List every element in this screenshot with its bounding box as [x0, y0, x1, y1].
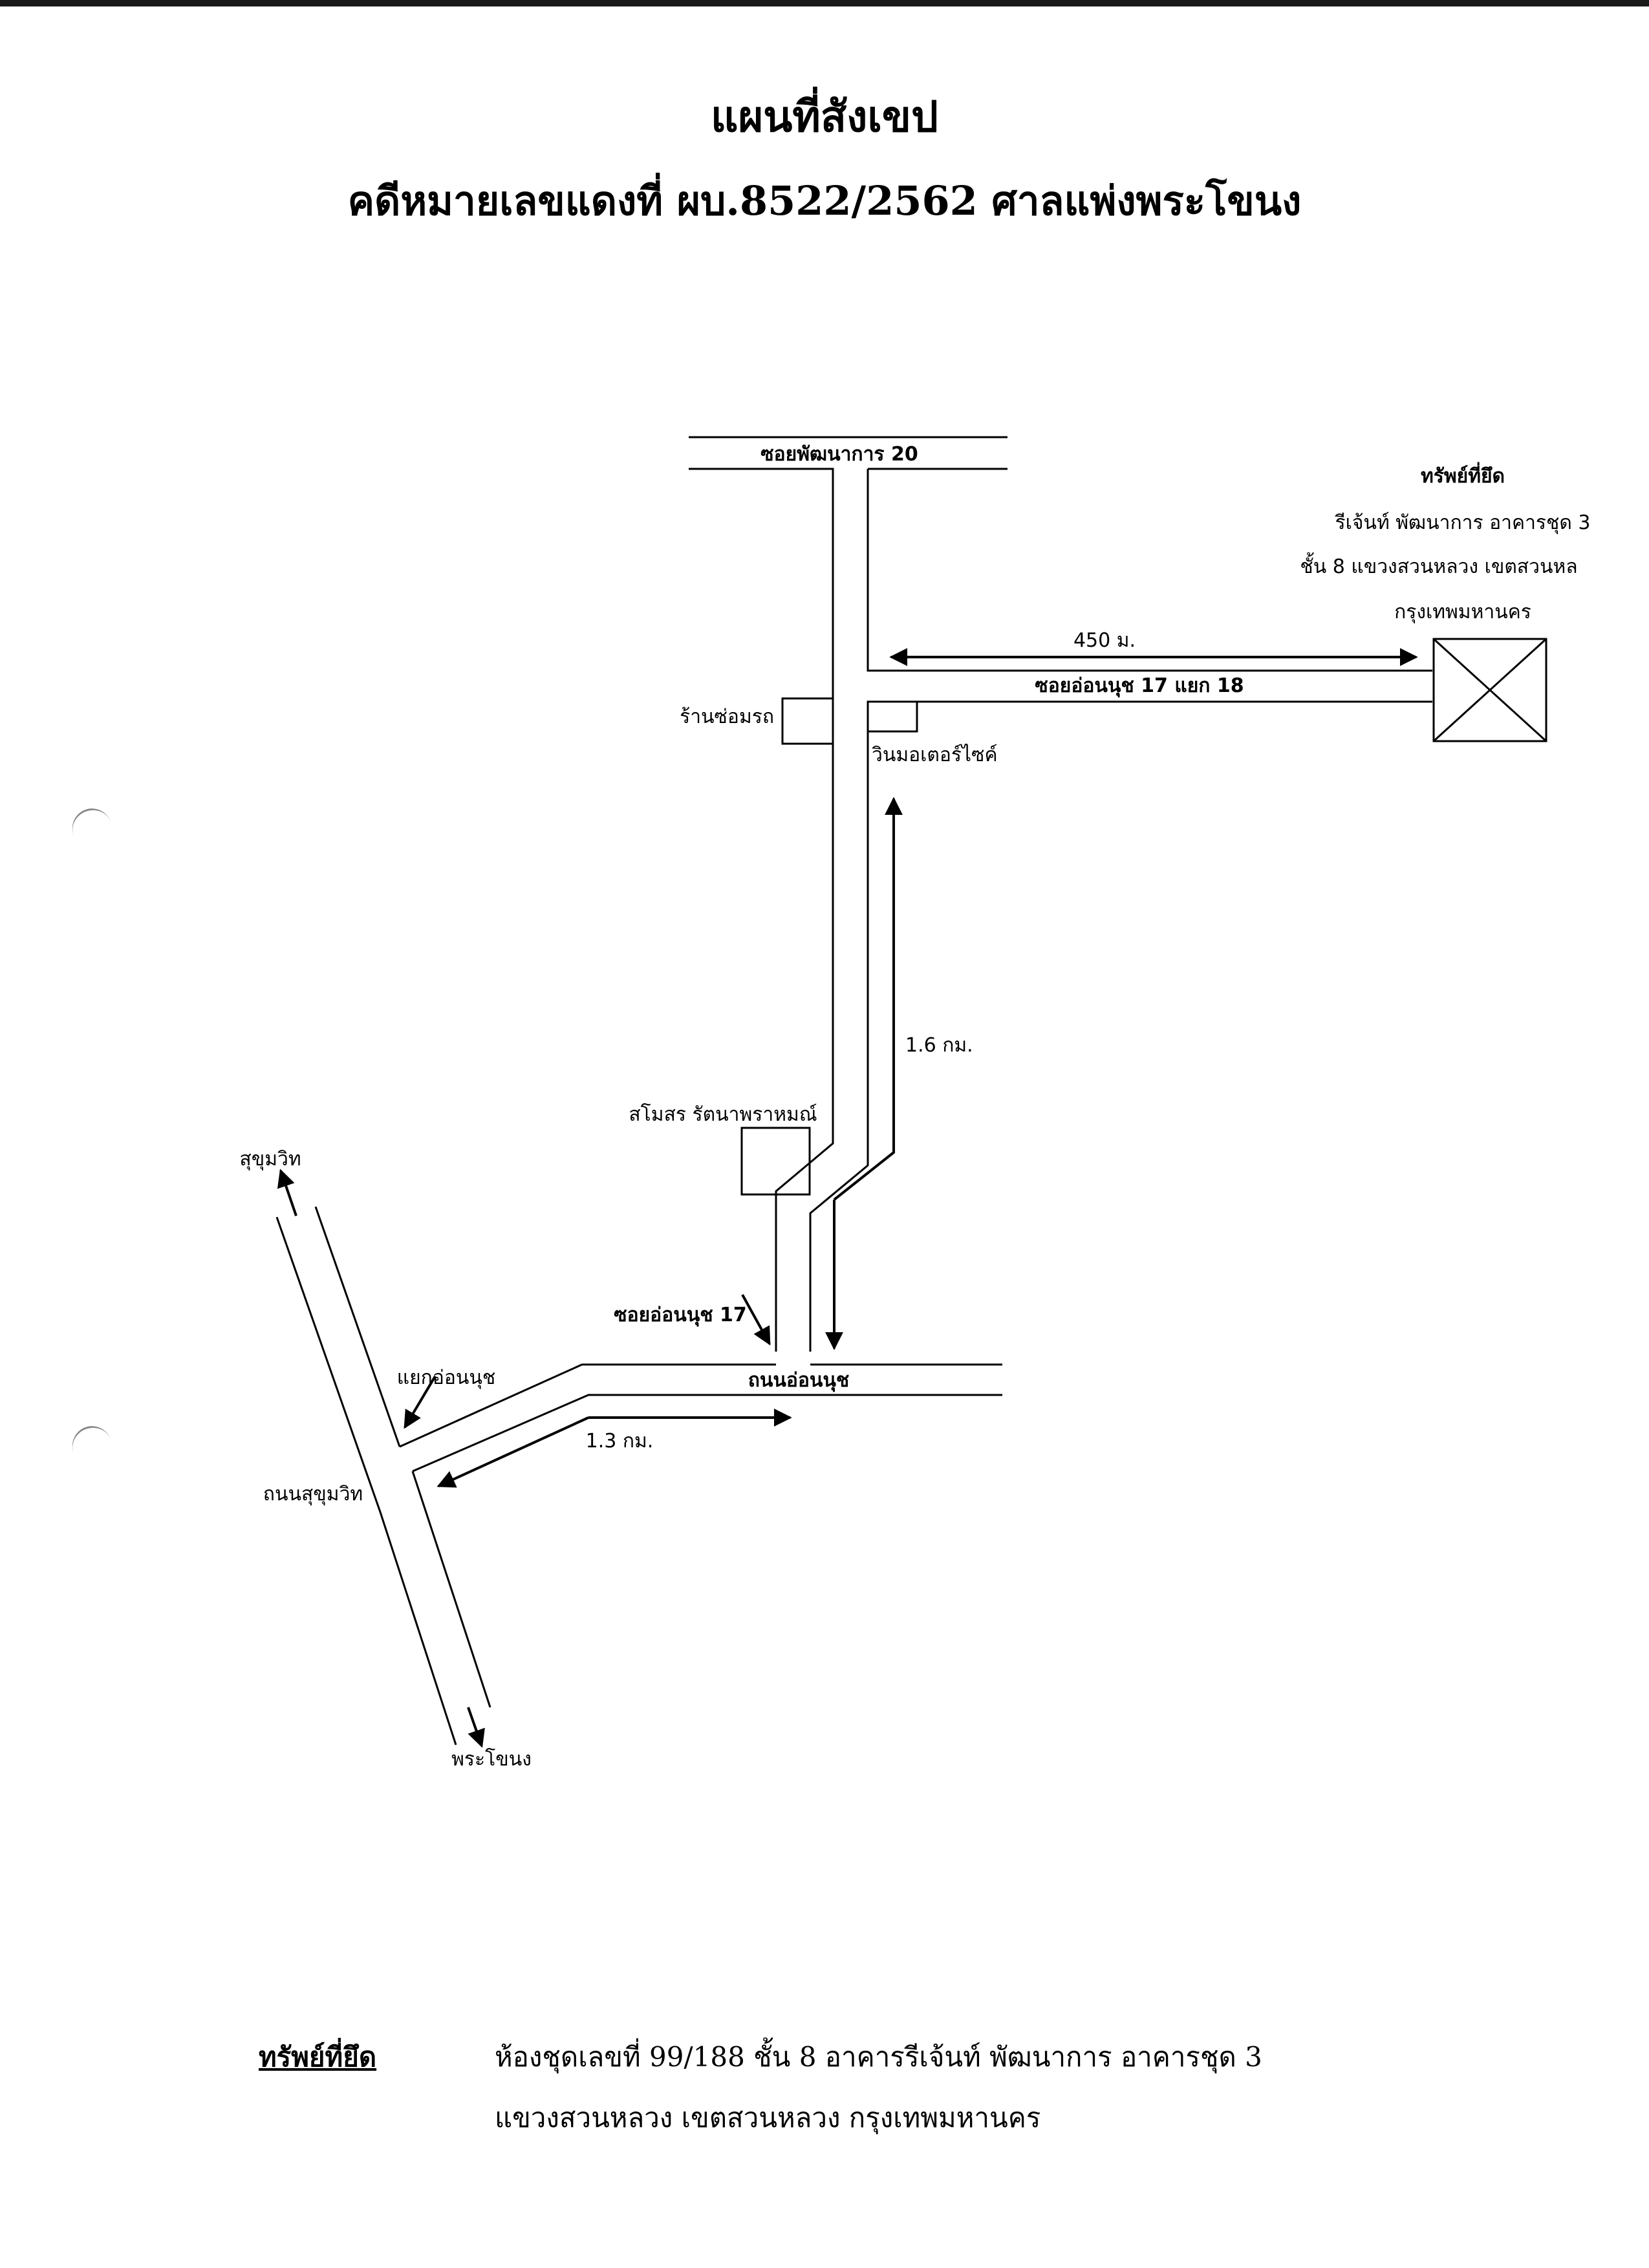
label-soi-onnut-17-yaek-18: ซอยอ่อนนุช 17 แยก 18 [1035, 675, 1244, 698]
label-win-motorsize: วินมอเตอร์ไซค์ [872, 743, 998, 766]
arrow-soi-onnut-17 [741, 1294, 771, 1346]
case-number-title: คดีหมายเลขแดงที่ ผบ.8522/2562 ศาลแพ่งพระ… [347, 177, 1302, 224]
label-direction-sukhumvit: สุขุมวิท [239, 1148, 301, 1171]
arrow-1-3km-west [436, 1416, 589, 1488]
property-line-3: กรุงเทพมหานคร [1394, 601, 1531, 624]
club-box [740, 1127, 811, 1196]
label-soi-pattanakarn-20: ซอยพัฒนาการ 20 [760, 443, 918, 466]
road-soi-onnut-17-left-edge [689, 468, 834, 1352]
scan-top-edge [0, 0, 1649, 6]
road-sukhumvit-right-edge-north [314, 1206, 401, 1447]
arrow-to-phra-khanong [467, 1707, 485, 1748]
label-thanon-onnut: ถนนอ่อนนุช [748, 1369, 850, 1392]
label-distance-1-6km: 1.6 กม. [905, 1034, 973, 1057]
road-soi-onnut-17-yaek-18-top-edge [867, 469, 1432, 672]
label-repair-shop: ร้านซ่อมรถ [680, 706, 774, 728]
label-thanon-sukhumvit: ถนนสุขุมวิท [263, 1483, 363, 1506]
label-direction-phra-khanong: พระโขนง [451, 1747, 532, 1771]
label-yaek-onnut: แยกอ่อนนุช [397, 1366, 496, 1390]
label-distance-450m: 450 ม. [1073, 629, 1136, 652]
label-distance-1-3km: 1.3 กม. [586, 1430, 654, 1453]
property-heading: ทรัพย์ที่ยึด [1421, 462, 1505, 488]
footer-address-line-2: แขวงสวนหลวง เขตสวนหลวง กรุงเทพมหานคร [495, 2102, 1041, 2133]
repair-shop-box [781, 697, 834, 745]
arrow-1-6km-up [833, 797, 903, 1201]
property-line-2: ชั้น 8 แขวงสวนหลวง เขตสวนหล [1300, 552, 1577, 578]
road-soi-onnut-17-right-edge [809, 702, 869, 1352]
arrow-yaek-onnut [404, 1375, 436, 1429]
road-onnut-top-edge [399, 1363, 776, 1448]
road-sukhumvit-right-edge-south [411, 1471, 491, 1708]
property-box [1432, 638, 1547, 742]
footer-seized-label: ทรัพย์ที่ยึด [259, 2041, 377, 2073]
map-title: แผนที่สังเขป [711, 91, 938, 142]
road-onnut-bottom-edge [412, 1394, 1002, 1473]
property-line-1: รีเจ้นท์ พัฒนาการ อาคารชุด 3 [1335, 512, 1591, 535]
win-motorsize-box [867, 700, 918, 733]
label-soi-onnut-17: ซอยอ่อนนุช 17 [614, 1304, 747, 1327]
label-club: สโมสร รัตนาพราหมณ์ [629, 1103, 817, 1126]
road-sukhumvit-left-edge [275, 1216, 457, 1745]
property-box-cross [1432, 638, 1547, 742]
arrow-to-sukhumvit [277, 1169, 297, 1216]
footer-address-line-1: ห้องชุดเลขที่ 99/188 ชั้น 8 อาคารรีเจ้นท… [495, 2041, 1262, 2073]
